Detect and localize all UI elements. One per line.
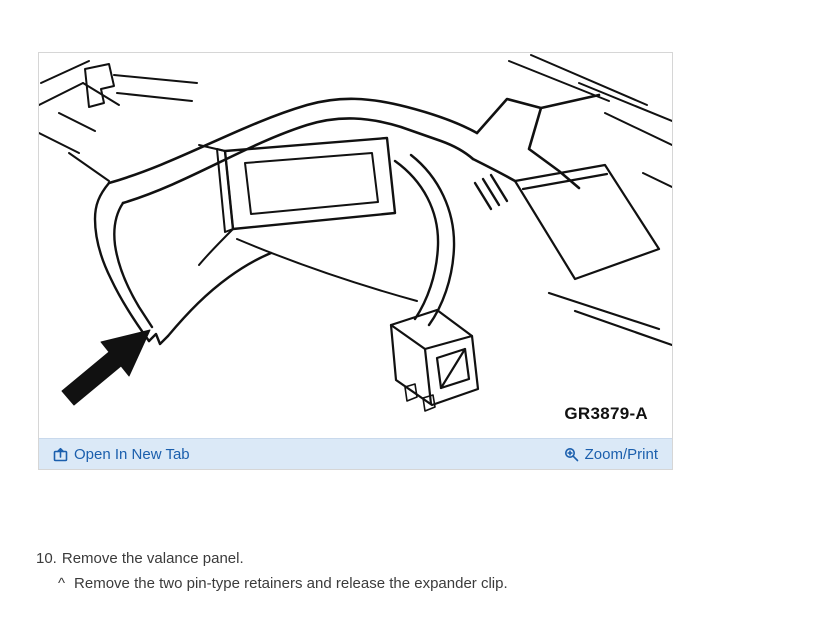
zoom-magnifier-icon [564, 447, 578, 461]
zoom-print-label: Zoom/Print [584, 445, 658, 463]
valance-panel-diagram [39, 54, 672, 412]
figure-code-label: GR3879-A [564, 404, 648, 423]
frame-structure [39, 60, 198, 182]
figure-card: GR3879-A Open In New Tab Zoom/Print [38, 52, 673, 470]
valance-left-panel [93, 181, 273, 346]
substep-text: Remove the two pin-type retainers and re… [74, 575, 508, 592]
lamp-housing [198, 136, 418, 302]
top-right-lines [508, 54, 672, 188]
substep-line: ^ Remove the two pin-type retainers and r… [36, 571, 508, 596]
valance-top-edge [107, 93, 601, 205]
right-body-panel [513, 163, 672, 347]
open-in-new-tab-link[interactable]: Open In New Tab [53, 446, 190, 463]
wiring-harness [393, 153, 456, 327]
substep-marker: ^ [58, 575, 66, 592]
harness-connector [389, 308, 480, 412]
vent-hatch-marks [473, 173, 509, 211]
step-line: 10.Remove the valance panel. [36, 546, 508, 571]
figure-toolbar: Open In New Tab Zoom/Print [39, 438, 672, 469]
step-number: 10. [36, 550, 57, 567]
open-in-new-tab-icon [53, 447, 68, 461]
step-text: Remove the valance panel. [61, 550, 244, 567]
instructions-block: 10.Remove the valance panel. ^ Remove the… [36, 546, 508, 596]
pointer-arrow [61, 329, 151, 406]
figure-area: GR3879-A [39, 53, 672, 438]
open-in-new-tab-label: Open In New Tab [74, 445, 190, 463]
zoom-print-link[interactable]: Zoom/Print [564, 446, 658, 463]
